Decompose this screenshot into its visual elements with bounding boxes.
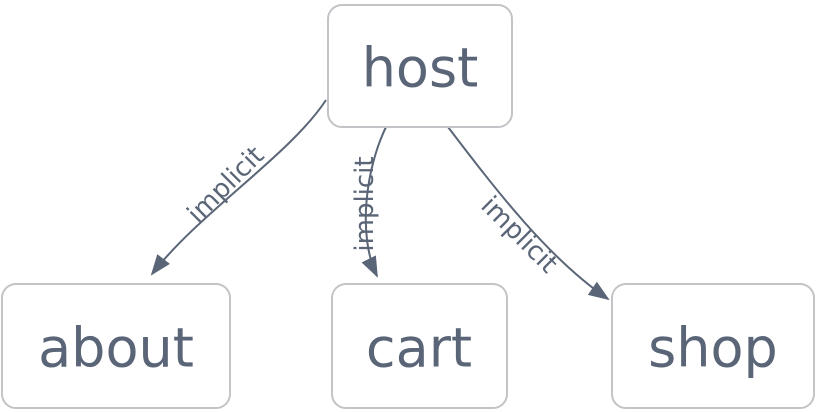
node-cart-box — [331, 283, 508, 409]
node-shop: shop — [611, 283, 815, 409]
node-about: about — [1, 283, 231, 409]
edge-label-host-shop: implicit — [475, 191, 564, 280]
node-shop-box — [611, 283, 815, 409]
edge-label-host-cart: implicit — [350, 156, 380, 251]
node-host-label: host — [362, 37, 479, 100]
node-cart: cart — [331, 283, 508, 409]
node-shop-label: shop — [648, 317, 778, 380]
edge-group: implicit implicit implicit — [150, 99, 610, 301]
edge-host-about — [150, 99, 327, 276]
edge-host-cart — [361, 126, 387, 278]
node-host-box — [327, 4, 513, 128]
edge-label-host-about: implicit — [182, 141, 271, 230]
node-cart-label: cart — [366, 317, 472, 380]
edge-host-shop — [447, 126, 610, 301]
node-host: host — [327, 4, 513, 128]
node-about-label: about — [38, 317, 194, 380]
node-about-box — [1, 283, 231, 409]
